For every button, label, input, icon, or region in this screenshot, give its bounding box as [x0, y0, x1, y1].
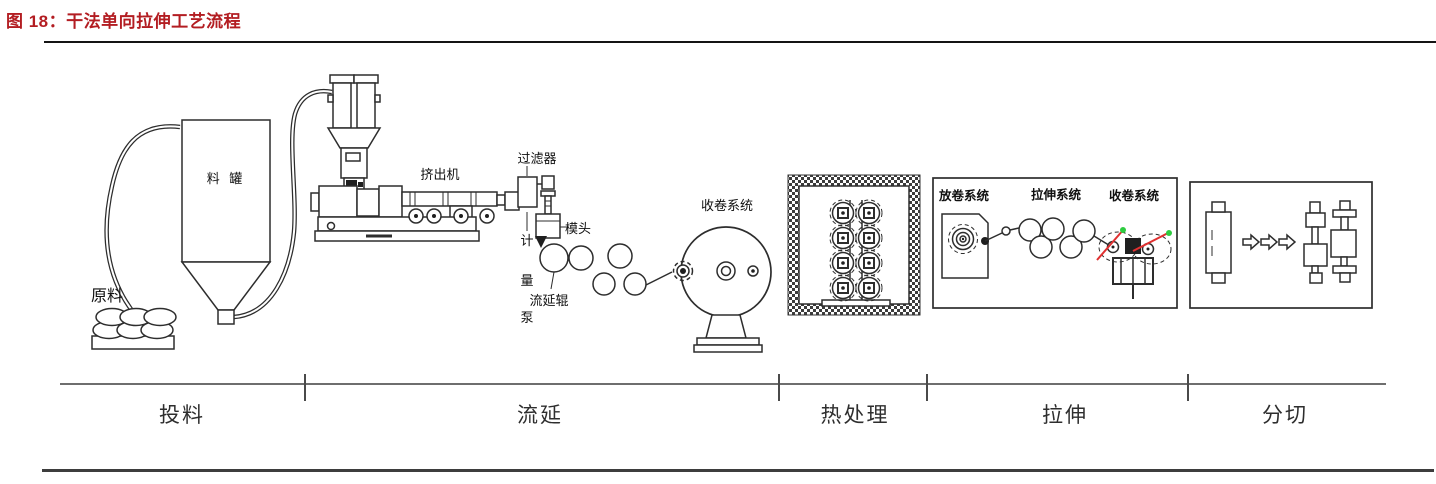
casting-winder — [672, 226, 772, 353]
stretching-rollers — [984, 217, 1113, 259]
feed-tube-right — [233, 89, 333, 320]
casting-rolls — [539, 243, 673, 296]
stage-label-slitting: 分切 — [1262, 404, 1308, 427]
mother-roll — [1205, 201, 1232, 284]
stage-label-heat-treatment: 热处理 — [820, 404, 890, 427]
raw-material-bags — [91, 307, 177, 350]
feed-tube-left — [104, 124, 181, 319]
material-tank — [180, 119, 272, 325]
bottom-rule — [42, 469, 1434, 472]
extruder-label: 挤出机 — [420, 167, 459, 182]
metering-pump-label-2: 量 — [520, 273, 533, 288]
hopper-dryer — [326, 74, 382, 198]
stretch-winder — [1096, 227, 1172, 299]
metering-pump-label-1: 计 — [520, 233, 533, 248]
casting-winding-system-label: 收卷系统 — [701, 198, 753, 213]
unwinding-unit — [941, 213, 989, 279]
axis-tick — [926, 374, 928, 401]
die-head — [535, 213, 567, 248]
slit-roll-2 — [1330, 200, 1357, 283]
title-underline — [44, 41, 1436, 43]
stretching-system-label: 拉伸系统 — [1031, 187, 1082, 202]
axis-tick — [778, 374, 780, 401]
die-head-label: 模头 — [565, 221, 591, 236]
casting-roll-label: 流延辊 — [529, 293, 568, 308]
metering-pump-label-3: 泵 — [520, 310, 533, 325]
stage-label-casting: 流延 — [517, 404, 563, 427]
unwinding-system-label: 放卷系统 — [938, 188, 990, 203]
stretching-unit-box — [932, 177, 1178, 309]
slit-roll-1 — [1303, 201, 1328, 284]
oven-rollers — [829, 199, 883, 302]
raw-material-label: 原料 — [91, 287, 123, 305]
stage-label-feeding: 投料 — [159, 404, 205, 427]
heat-treatment-oven — [787, 174, 921, 316]
axis-tick — [304, 374, 306, 401]
filter-unit — [517, 166, 556, 215]
slitting-box — [1189, 181, 1373, 309]
stretch-winding-system-label: 收卷系统 — [1109, 188, 1160, 203]
axis-tick — [1187, 374, 1189, 401]
extruder-machine — [310, 185, 498, 242]
figure-title: 图 18：干法单向拉伸工艺流程 — [6, 12, 242, 31]
filter-label: 过滤器 — [517, 151, 556, 166]
arrow-right-icon — [1242, 233, 1297, 251]
stage-label-stretching: 拉伸 — [1042, 404, 1088, 427]
material-tank-label: 料 罐 — [207, 171, 246, 186]
stage-axis-line — [60, 383, 1386, 385]
